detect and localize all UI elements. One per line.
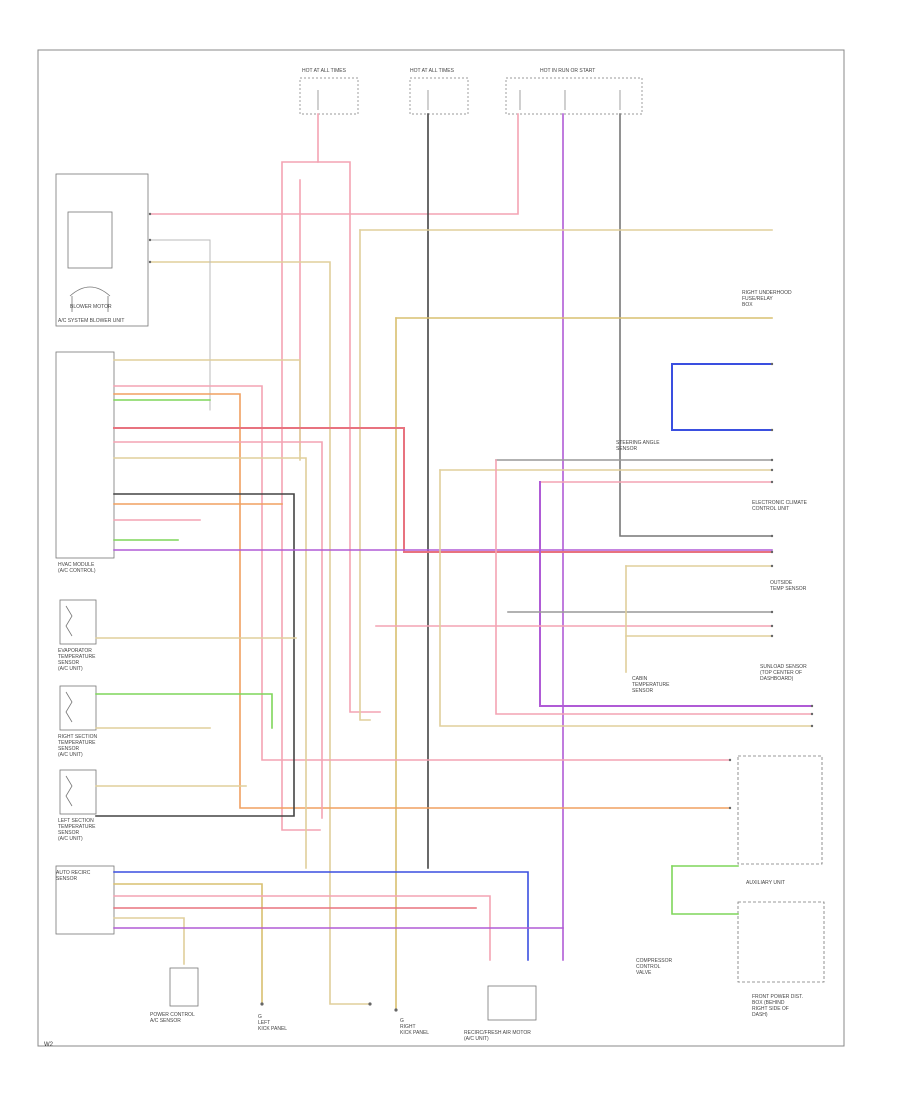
left-section-sensor-label: LEFT SECTION TEMPERATURE SENSOR (A/C UNI… [58,818,96,842]
front-power-label: FRONT POWER DIST. BOX (BEHIND RIGHT SIDE… [752,994,804,1018]
ground-center-label: G RIGHT KICK PANEL [400,1018,430,1036]
power-control-label: POWER CONTROL A/C SENSOR [150,1012,195,1024]
ground-left-label: G LEFT KICK PANEL [258,1014,288,1032]
page-number: W2 [44,1042,53,1048]
fuse-blocks [299,77,643,115]
blower-motor-label: BLOWER MOTOR [70,304,112,310]
auto-recirc-label: AUTO RECIRC SENSOR [56,870,91,882]
fuse-block-1-label: HOT AT ALL TIMES [302,68,346,74]
fuse-block-3-label: HOT IN RUN OR START [540,68,596,74]
connector-pins [148,212,814,1012]
evaporator-sensor-label: EVAPORATOR TEMPERATURE SENSOR (A/C UNIT) [58,648,96,672]
aux-unit-label: AUXILIARY UNIT [746,880,785,886]
electronic-climate-label: ELECTRONIC CLIMATE CONTROL UNIT [752,500,807,512]
compressor-label: COMPRESSOR CONTROL VALVE [636,958,673,976]
recirc-motor-label: RECIRC/FRESH AIR MOTOR (A/C UNIT) [464,1030,531,1042]
ambient-sensor-label: OUTSIDE TEMP SENSOR [770,580,807,592]
cabin-temp-label: CABIN TEMPERATURE SENSOR [632,676,670,694]
fuse-block-2-label: HOT AT ALL TIMES [410,68,454,74]
steering-angle-label: STEERING ANGLE SENSOR [616,440,660,452]
wires [95,113,813,1011]
diagram-frame [37,49,845,1047]
right-section-sensor-label: RIGHT SECTION TEMPERATURE SENSOR (A/C UN… [58,734,98,758]
blower-unit-label: A/C SYSTEM BLOWER UNIT [58,318,125,324]
hvac-module-label: HVAC MODULE (A/C CONTROL) [58,562,96,574]
right-underhood-label: RIGHT UNDERHOOD FUSE/RELAY BOX [742,290,792,308]
component-boxes [55,173,825,1021]
sunload-sensor-label: SUNLOAD SENSOR (TOP CENTER OF DASHBOARD) [760,664,807,682]
